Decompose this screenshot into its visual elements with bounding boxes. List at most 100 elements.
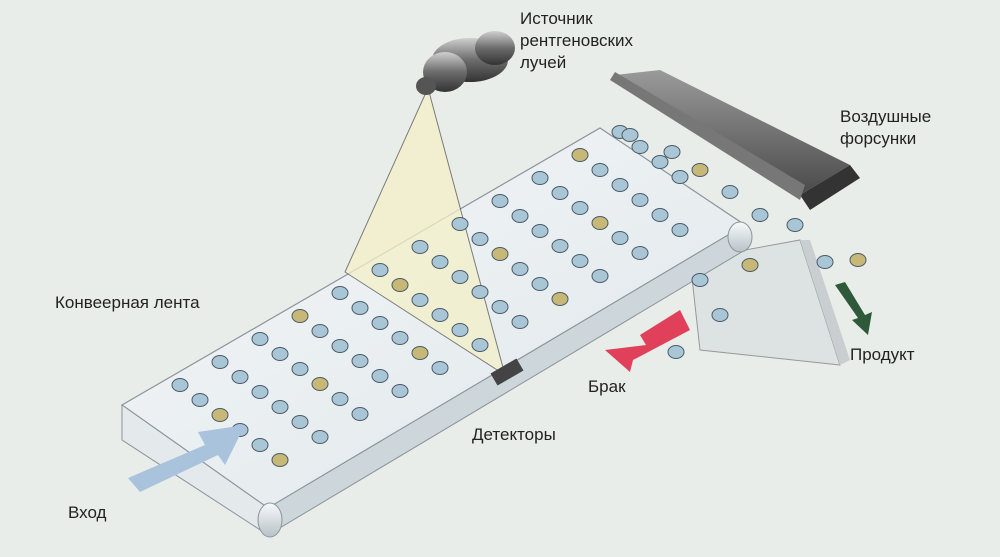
product-item [531, 277, 549, 291]
product-item [351, 407, 369, 421]
product-item [411, 240, 429, 254]
product-item [816, 255, 834, 269]
product-item [631, 193, 649, 207]
product-item [711, 308, 729, 322]
product-item [551, 292, 569, 306]
product-item [786, 218, 804, 232]
product-item [651, 208, 669, 222]
belt-roller-front [257, 502, 283, 538]
product-item [471, 338, 489, 352]
product-item [331, 286, 349, 300]
product-item [667, 345, 685, 359]
product-item [391, 384, 409, 398]
product-item [251, 332, 269, 346]
product-item [211, 355, 229, 369]
product-item [621, 128, 639, 142]
label-source-line2: рентгеновских [520, 31, 633, 50]
product-item [351, 301, 369, 315]
product-item [291, 309, 309, 323]
label-detectors: Детекторы [472, 425, 556, 444]
product-item [551, 186, 569, 200]
xray-source-icon [416, 31, 515, 95]
product-item [371, 369, 389, 383]
product-item [391, 331, 409, 345]
product-item [551, 239, 569, 253]
product-item [591, 269, 609, 283]
product-item [331, 392, 349, 406]
product-item [451, 217, 469, 231]
product-item [311, 377, 329, 391]
product-item [231, 370, 249, 384]
product-item [721, 185, 739, 199]
reject-chute [800, 240, 850, 365]
product-item [451, 323, 469, 337]
product-item [171, 378, 189, 392]
product-item [571, 254, 589, 268]
reject-arrow-icon [605, 310, 690, 372]
product-item [391, 278, 409, 292]
product-item [571, 148, 589, 162]
product-item [671, 170, 689, 184]
product-item [311, 324, 329, 338]
product-item [271, 453, 289, 467]
air-nozzles-icon [610, 70, 860, 210]
product-item [331, 339, 349, 353]
product-item [531, 171, 549, 185]
product-item [251, 385, 269, 399]
label-air-nozzles: Воздушные форсунки [840, 106, 931, 150]
product-item [431, 255, 449, 269]
product-item [591, 216, 609, 230]
product-item [571, 201, 589, 215]
product-items [171, 125, 867, 467]
product-item [311, 430, 329, 444]
product-item [663, 145, 681, 159]
product-item [849, 253, 867, 267]
label-nozzles-line2: форсунки [840, 129, 917, 148]
product-item [511, 209, 529, 223]
product-item [431, 308, 449, 322]
product-item [411, 293, 429, 307]
detector-strip [490, 358, 524, 386]
label-source-line1: Источник [520, 9, 593, 28]
product-item [411, 346, 429, 360]
product-item [291, 415, 309, 429]
label-nozzles-line1: Воздушные [840, 107, 932, 126]
product-item [531, 224, 549, 238]
product-arrow-icon [835, 282, 872, 335]
product-item [471, 285, 489, 299]
product-item [741, 258, 759, 272]
product-item [351, 354, 369, 368]
product-item [611, 178, 629, 192]
product-item [631, 246, 649, 260]
product-item [511, 262, 529, 276]
product-item [511, 315, 529, 329]
product-item [451, 270, 469, 284]
product-item [691, 163, 709, 177]
xray-beam [344, 86, 506, 377]
product-item [631, 140, 649, 154]
label-conveyor-belt: Конвеерная лента [55, 293, 200, 312]
product-item [691, 273, 709, 287]
product-item [651, 155, 669, 169]
product-item [271, 400, 289, 414]
product-item [491, 247, 509, 261]
product-item [431, 361, 449, 375]
product-item [371, 316, 389, 330]
label-input: Вход [68, 503, 107, 522]
product-item [191, 393, 209, 407]
product-item [751, 208, 769, 222]
product-item [671, 223, 689, 237]
product-item [371, 263, 389, 277]
product-item [271, 347, 289, 361]
input-arrow-icon [128, 425, 245, 492]
label-reject: Брак [588, 377, 626, 396]
label-product: Продукт [850, 345, 915, 364]
product-item [251, 438, 269, 452]
product-item [591, 163, 609, 177]
product-item [211, 408, 229, 422]
product-item [491, 300, 509, 314]
product-item [611, 231, 629, 245]
product-item [291, 362, 309, 376]
